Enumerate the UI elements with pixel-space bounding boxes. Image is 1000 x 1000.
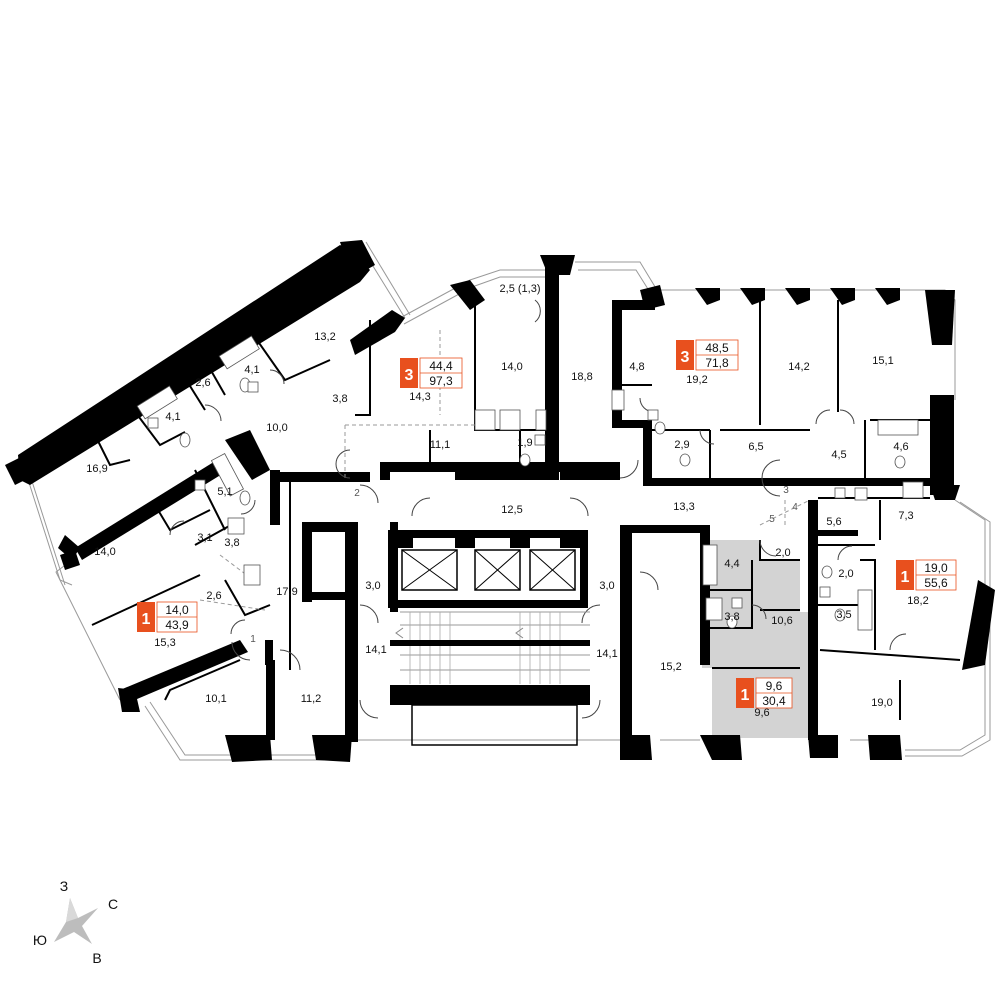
apartment-room-count: 1	[901, 569, 910, 586]
room-area-label: 7,3	[898, 510, 913, 522]
room-area-label: 2,9	[674, 439, 689, 451]
apartment-total-area: 43,9	[165, 618, 189, 632]
apartment-living-area: 44,4	[429, 359, 453, 373]
room-area-label: 3,1	[197, 532, 212, 544]
compass-east-label: С	[108, 896, 118, 912]
room-area-label: 5	[769, 514, 775, 525]
compass-south-label: В	[92, 950, 101, 966]
apartment-living-area: 9,6	[766, 679, 783, 693]
elevator-icon	[529, 549, 576, 591]
room-area-label: 14,1	[365, 644, 386, 656]
room-area-label: 2,6	[206, 590, 221, 602]
room-area-label: 14,3	[409, 391, 430, 403]
room-area-label: 2,0	[838, 568, 853, 580]
room-area-label: 14,2	[788, 361, 809, 373]
room-area-label: 6,5	[748, 441, 763, 453]
room-area-label: 1,9	[517, 437, 532, 449]
room-area-label: 16,9	[86, 463, 107, 475]
compass-rose-icon: З С В Ю	[33, 878, 118, 966]
apartment-total-area: 97,3	[429, 374, 453, 388]
apartment-total-area: 55,6	[924, 576, 948, 590]
room-area-label: 11,2	[301, 693, 322, 705]
room-area-label: 12,5	[501, 504, 522, 516]
room-area-label: 4,1	[165, 411, 180, 423]
sink-icon	[147, 381, 846, 609]
room-area-label: 9,6	[754, 707, 769, 719]
door-swings	[169, 299, 907, 719]
apartment-total-area: 71,8	[705, 356, 729, 370]
apartment-room-count: 1	[142, 611, 151, 628]
apartment-living-area: 48,5	[705, 341, 729, 355]
room-area-label: 10,1	[205, 693, 226, 705]
room-area-label: 2,5 (1,3)	[500, 283, 541, 295]
room-area-label: 4	[792, 502, 798, 513]
room-area-label: 10,0	[266, 422, 287, 434]
room-area-label: 4,8	[629, 361, 644, 373]
room-area-label: 4,6	[893, 441, 908, 453]
room-area-label: 3,8	[724, 611, 739, 623]
room-area-label: 19,2	[686, 374, 707, 386]
elevator-icon	[474, 549, 521, 591]
apartment-room-count: 1	[741, 687, 750, 704]
room-area-label: 3,0	[599, 580, 614, 592]
apartment-room-count: 3	[681, 349, 690, 366]
apartment-badge[interactable]: 1 9,6 30,4	[736, 677, 793, 709]
room-area-label: 10,6	[771, 615, 792, 627]
toilet-icon	[179, 377, 906, 629]
room-area-label: 3,8	[332, 393, 347, 405]
bathtub-icon	[136, 335, 919, 631]
room-area-label: 13,2	[314, 331, 335, 343]
room-area-label: 2,0	[775, 547, 790, 559]
room-area-label: 2	[354, 488, 360, 499]
room-area-label: 13,3	[673, 501, 694, 513]
fixtures	[136, 335, 924, 631]
apartment-badge[interactable]: 3 44,4 97,3	[400, 357, 463, 389]
apartment-badge[interactable]: 1 14,0 43,9	[137, 601, 198, 633]
room-area-label: 15,1	[872, 355, 893, 367]
room-area-label: 14,0	[94, 546, 115, 558]
compass-west-label: Ю	[33, 932, 47, 948]
room-area-label: 18,8	[571, 371, 592, 383]
room-area-label: 3,5	[836, 609, 851, 621]
room-area-label: 3,0	[365, 580, 380, 592]
apartment-badge[interactable]: 1 19,0 55,6	[896, 559, 957, 591]
room-area-label: 15,2	[660, 661, 681, 673]
stairs-icon	[395, 611, 590, 746]
compass-north-label: З	[60, 878, 68, 894]
apartment-living-area: 14,0	[165, 603, 189, 617]
elevator-icon	[401, 549, 458, 591]
apartment-living-area: 19,0	[924, 561, 948, 575]
room-area-label: 5,6	[826, 516, 841, 528]
room-area-label: 18,2	[907, 595, 928, 607]
room-labels: 13,2 4,1 2,6 4,1 3,8 10,0 16,9 5,1 14,0 …	[86, 283, 928, 719]
room-area-label: 14,0	[501, 361, 522, 373]
elevators	[401, 549, 576, 591]
room-area-label: 14,1	[596, 648, 617, 660]
apartment-badge[interactable]: 3 48,5 71,8	[676, 339, 739, 371]
room-area-label: 11,1	[430, 439, 451, 451]
room-area-label: 2,6	[195, 377, 210, 389]
room-area-label: 19,0	[871, 697, 892, 709]
room-area-label: 4,1	[244, 364, 259, 376]
walls	[5, 240, 995, 762]
apartment-room-count: 3	[405, 367, 414, 384]
room-area-label: 3,8	[224, 537, 239, 549]
room-area-label: 5,1	[217, 486, 232, 498]
room-area-label: 17,9	[276, 586, 297, 598]
room-area-label: 1	[250, 634, 256, 645]
room-area-label: 3	[783, 485, 789, 496]
stove-icon	[227, 389, 924, 621]
room-area-label: 15,3	[154, 637, 175, 649]
room-area-label: 4,5	[831, 449, 846, 461]
apartment-total-area: 30,4	[762, 694, 786, 708]
room-area-label: 4,4	[724, 558, 739, 570]
